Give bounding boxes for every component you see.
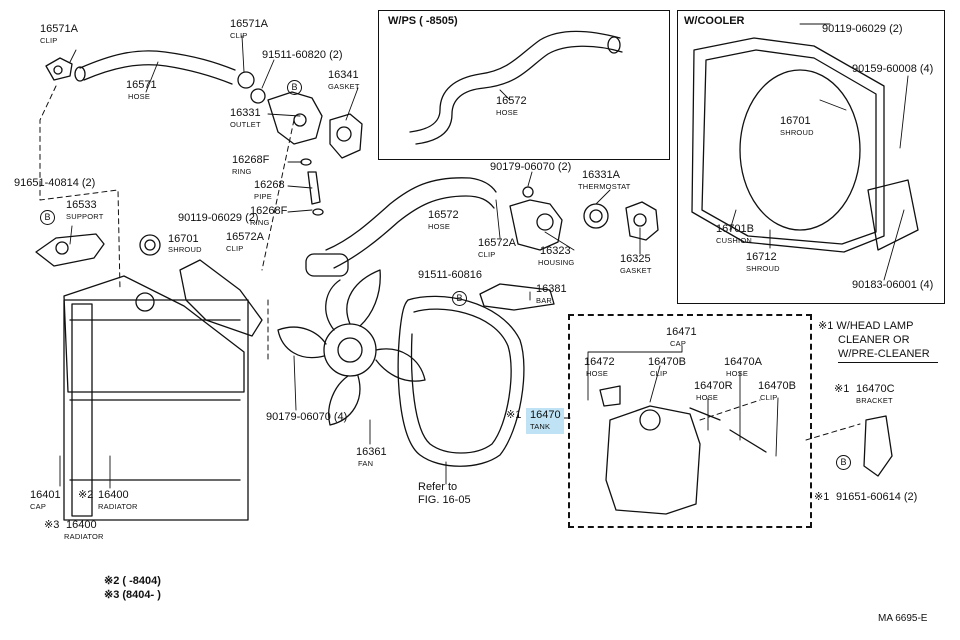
support-drawing xyxy=(35,233,105,267)
part-91651-40814: 91651-40814 (2) xyxy=(14,177,96,189)
upper-hose-drawing xyxy=(74,50,236,85)
condition-note-line1: ※1 W/HEAD LAMP xyxy=(818,320,914,332)
footnote-2: ※2 ( -8404) xyxy=(104,575,161,587)
figure-code: MA 6695-E xyxy=(878,613,928,624)
tank-option-box xyxy=(568,314,812,528)
part-16470-highlight[interactable]: 16470 TANK xyxy=(526,408,564,434)
part-91511-60816: 91511-60816 xyxy=(418,269,483,281)
part-90183-06001: 90183-06001 (4) xyxy=(852,279,934,291)
left-shroud-drawing xyxy=(179,259,263,337)
wcooler-box xyxy=(677,10,945,304)
condition-note-underline xyxy=(838,362,938,363)
bolt-b-icon: B xyxy=(40,210,55,225)
wcooler-box-title: W/COOLER xyxy=(684,15,745,27)
bracket-drawing xyxy=(863,415,893,477)
refer-note-line1[interactable]: Refer to xyxy=(418,481,458,493)
radiator-drawing xyxy=(63,234,249,521)
refer-note-line2[interactable]: FIG. 16-05 xyxy=(418,494,471,506)
part-16470-number: 16470 xyxy=(530,409,561,421)
housing-drawing xyxy=(509,186,659,251)
part-90179-06070-bot: 90179-06070 (4) xyxy=(266,411,348,423)
part-90119-06029-left: 90119-06029 (2) xyxy=(178,212,259,224)
cooler-shroud-drawing xyxy=(691,37,919,253)
condition-note-line3: W/PRE-CLEANER xyxy=(838,348,930,360)
fan-drawing xyxy=(277,269,426,426)
reservoir-tank-drawing xyxy=(599,385,767,515)
wps-box xyxy=(378,10,670,160)
part-16470-mark: ※1 xyxy=(506,409,522,421)
belt-drawing xyxy=(397,295,525,467)
bolt-b-icon: B xyxy=(287,80,302,95)
lower-hose-drawing xyxy=(305,177,497,277)
footnote-3: ※3 (8404- ) xyxy=(104,589,161,601)
wps-box-title: W/PS ( -8505) xyxy=(388,15,458,27)
dashed-connectors xyxy=(39,85,861,441)
bar-drawing xyxy=(479,283,555,311)
wps-hose-drawing xyxy=(409,30,623,145)
bolt-b-icon: B xyxy=(452,291,467,306)
part-16470-name: TANK xyxy=(530,422,551,431)
part-90159-60008: 90159-60008 (4) xyxy=(852,63,934,75)
part-91511-60820: 91511-60820 (2) xyxy=(262,49,343,61)
leader-lines xyxy=(59,23,909,489)
condition-note-line2: CLEANER OR xyxy=(838,334,910,346)
part-90119-06029-right: 90119-06029 (2) xyxy=(822,23,903,35)
part-90179-06070-top: 90179-06070 (2) xyxy=(490,161,572,173)
bolt-b-icon: B xyxy=(836,455,851,470)
left-clip-drawing xyxy=(45,57,73,81)
